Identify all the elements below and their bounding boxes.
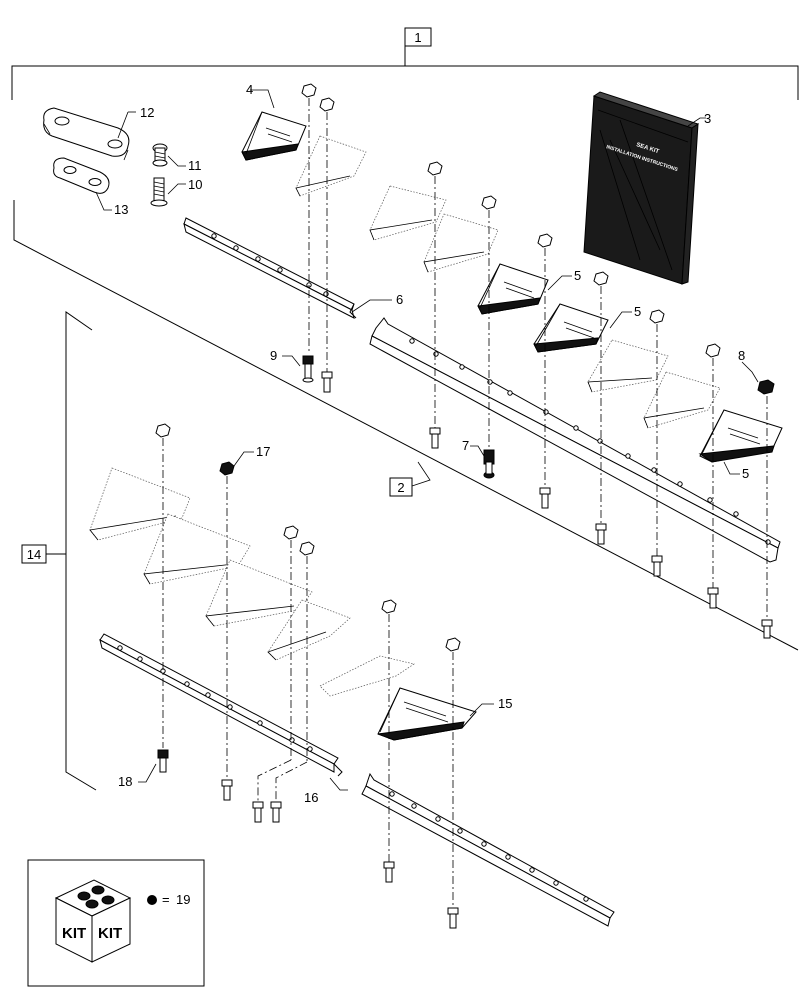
knife-section-5b: 5: [533, 303, 641, 353]
plate-13: 13: [53, 157, 128, 217]
plate-12: 12: [43, 105, 154, 161]
bolt-11: 11: [152, 143, 202, 173]
callout-16: 16: [304, 790, 318, 805]
knife-section-5a: 5: [477, 263, 581, 315]
bolt-10: 10: [150, 177, 202, 207]
callout-box-14: [21, 544, 47, 564]
callout-4: 4: [246, 82, 253, 97]
callout-1: 1: [414, 30, 421, 45]
installation-manual-3: SEA KIT INSTALLATION INSTRUCTIONS 3: [583, 91, 711, 285]
callout-5b: 5: [634, 304, 641, 319]
callout-2: 2: [397, 480, 404, 495]
callout-3: 3: [704, 111, 711, 126]
callout-12: 12: [140, 105, 154, 120]
callout-18: 18: [118, 774, 132, 789]
callout-9: 9: [270, 348, 277, 363]
kit-label-left: KIT: [62, 925, 86, 942]
callout-15: 15: [498, 696, 512, 711]
upper-fastener-lines: [301, 83, 775, 620]
lower-section-ghost-b: [143, 513, 251, 585]
kit-equals: =: [162, 892, 170, 907]
leader-17: [233, 451, 254, 467]
bar-holes-upper: [211, 233, 771, 545]
lower-bolts: [157, 749, 459, 929]
knife-section-ghost-b: [369, 185, 447, 241]
callout-10: 10: [188, 177, 202, 192]
kit-legend: KIT KIT = 19: [27, 859, 205, 987]
leader-8: [741, 361, 759, 383]
leader-9: [282, 355, 301, 367]
callout-box-1: [404, 27, 432, 47]
knife-section-ghost-c: [423, 213, 499, 273]
lower-knife-bar: [99, 633, 615, 927]
leader-7: [470, 445, 485, 457]
callout-6: 6: [396, 292, 403, 307]
lower-section-15: 15: [377, 687, 512, 741]
callout-5a: 5: [574, 268, 581, 283]
callout-8: 8: [738, 348, 745, 363]
knife-section-ghost-a: [295, 135, 367, 197]
callout-14: 14: [27, 547, 41, 562]
nut: [301, 83, 317, 98]
knife-section-5c: 5: [698, 409, 783, 481]
lower-fastener-lines: [155, 423, 461, 908]
leader-2: [411, 461, 431, 487]
kit-dot-icon: [147, 895, 157, 905]
kit-14-bracket: 14: [21, 311, 97, 791]
upper-bolts: [302, 355, 773, 639]
knife-section-ghost-e: [643, 371, 721, 429]
kit-label-right: KIT: [98, 925, 122, 942]
callout-11: 11: [188, 158, 202, 173]
knife-section-ghost-d: [587, 339, 669, 393]
leader-6: [351, 299, 392, 313]
lower-section-ghost-c: [205, 559, 313, 627]
callout-19: 19: [176, 892, 190, 907]
lower-section-ghost-e: [319, 655, 415, 697]
callout-7: 7: [462, 438, 469, 453]
leader-18: [138, 763, 157, 783]
knife-bar-2: [369, 317, 781, 563]
leader-16: [329, 777, 348, 791]
callout-17: 17: [256, 444, 270, 459]
bar-holes-lower: [117, 645, 589, 902]
kit-box-icon: KIT KIT: [54, 879, 132, 963]
kit-1-bracket: 1: [11, 27, 799, 651]
knife-bar-6: [183, 217, 357, 319]
callout-13: 13: [114, 202, 128, 217]
callout-box-2: [389, 477, 413, 497]
callout-5c: 5: [742, 466, 749, 481]
knife-section-4: 4: [241, 82, 307, 161]
